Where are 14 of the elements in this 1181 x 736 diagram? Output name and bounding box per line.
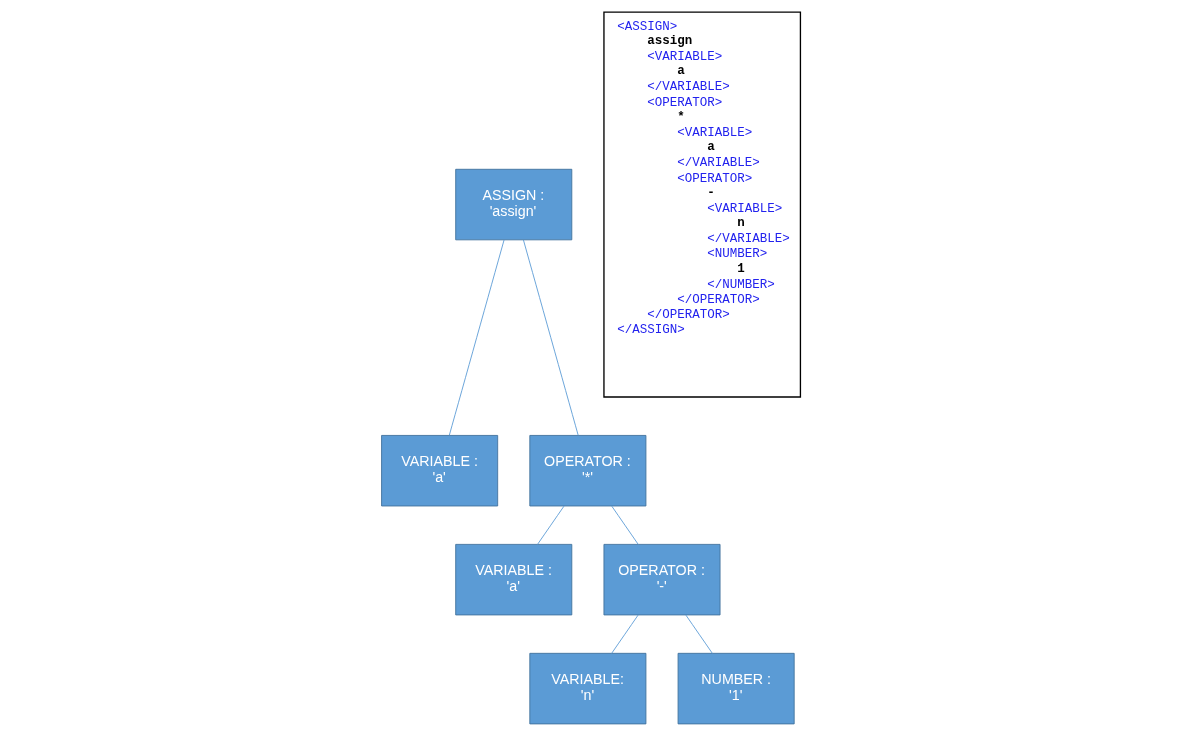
connector [610,505,639,545]
connector [522,239,579,436]
connector [448,239,504,436]
node-box: VARIABLE: 'n' [528,652,646,725]
node-box: OPERATOR : '*' [528,435,646,507]
connector [610,614,639,654]
node-box: NUMBER : '1' [677,652,795,725]
node-box: OPERATOR : '-' [603,543,720,616]
connector [536,505,564,545]
node-box: VARIABLE : 'a' [454,543,572,616]
node-box: ASSIGN : 'assign' [454,168,572,241]
node-box: <ASSIGN> assign <VARIABLE> a </VARIABLE> <OPERATOR> * <VARIABLE> a </VARIABLE> <OPERATOR> - <VARIABLE> n </VARIABLE> <NUMBER> 1 </NUMBER> </OPERATOR> </OPERATOR> </ASSIGN> [602,11,801,398]
node-box: VARIABLE : 'a' [380,435,498,507]
connector [684,614,713,654]
